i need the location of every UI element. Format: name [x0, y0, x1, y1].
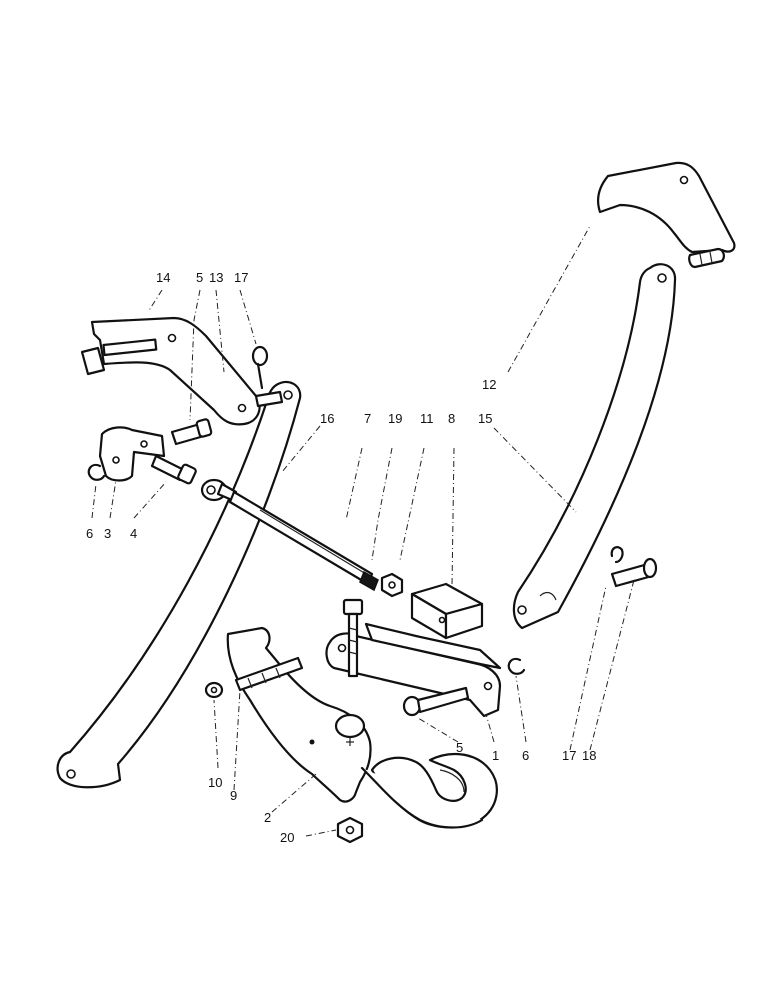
part-10-washer — [204, 681, 224, 699]
callout-9: 9 — [230, 788, 237, 803]
part-3-clevis-bracket — [98, 426, 166, 482]
part-17-split-pin-lower — [610, 546, 624, 564]
callout-13: 13 — [209, 270, 223, 285]
part-9-stud — [234, 656, 304, 692]
part-12-upper-bracket — [597, 161, 736, 269]
callout-8: 8 — [448, 411, 455, 426]
part-5-small-bolt — [170, 418, 213, 446]
left-arm — [56, 380, 302, 789]
callout-7: 7 — [364, 411, 371, 426]
part-20-nut — [336, 816, 364, 844]
callout-17: 17 — [234, 270, 248, 285]
part-15-right-arm — [512, 263, 677, 630]
part-8-block — [410, 582, 484, 640]
part-14-upper-left-bracket — [80, 316, 261, 426]
part-6-c-clip-right — [507, 657, 526, 675]
callout-18: 18 — [582, 748, 596, 763]
callout-labels: 14 5 13 17 12 15 16 7 19 11 8 6 3 4 10 9… — [86, 270, 596, 845]
callout-15: 15 — [478, 411, 492, 426]
callout-19: 19 — [388, 411, 402, 426]
callout-6-lower: 6 — [522, 748, 529, 763]
part-6-c-clip-left — [87, 463, 106, 481]
part-7-threaded-rod — [200, 478, 379, 592]
callout-14: 14 — [156, 270, 170, 285]
callout-12: 12 — [482, 377, 496, 392]
callout-11: 11 — [420, 411, 434, 426]
callout-20: 20 — [280, 830, 294, 845]
part-17-ring-pin-upper — [251, 345, 284, 408]
callout-17-lower: 17 — [562, 748, 576, 763]
part-18-pin — [610, 557, 658, 588]
part-4-bolt — [150, 454, 197, 485]
callout-10: 10 — [208, 775, 222, 790]
callout-3: 3 — [104, 526, 111, 541]
callout-1: 1 — [492, 748, 499, 763]
callout-5-lower: 5 — [456, 740, 463, 755]
callout-2: 2 — [264, 810, 271, 825]
callout-4: 4 — [130, 526, 137, 541]
part-19-nut — [380, 572, 404, 598]
callout-5: 5 — [196, 270, 203, 285]
callout-16: 16 — [320, 411, 334, 426]
part-1-lower-link — [325, 598, 502, 718]
leader-lines — [91, 225, 635, 837]
callout-6: 6 — [86, 526, 93, 541]
